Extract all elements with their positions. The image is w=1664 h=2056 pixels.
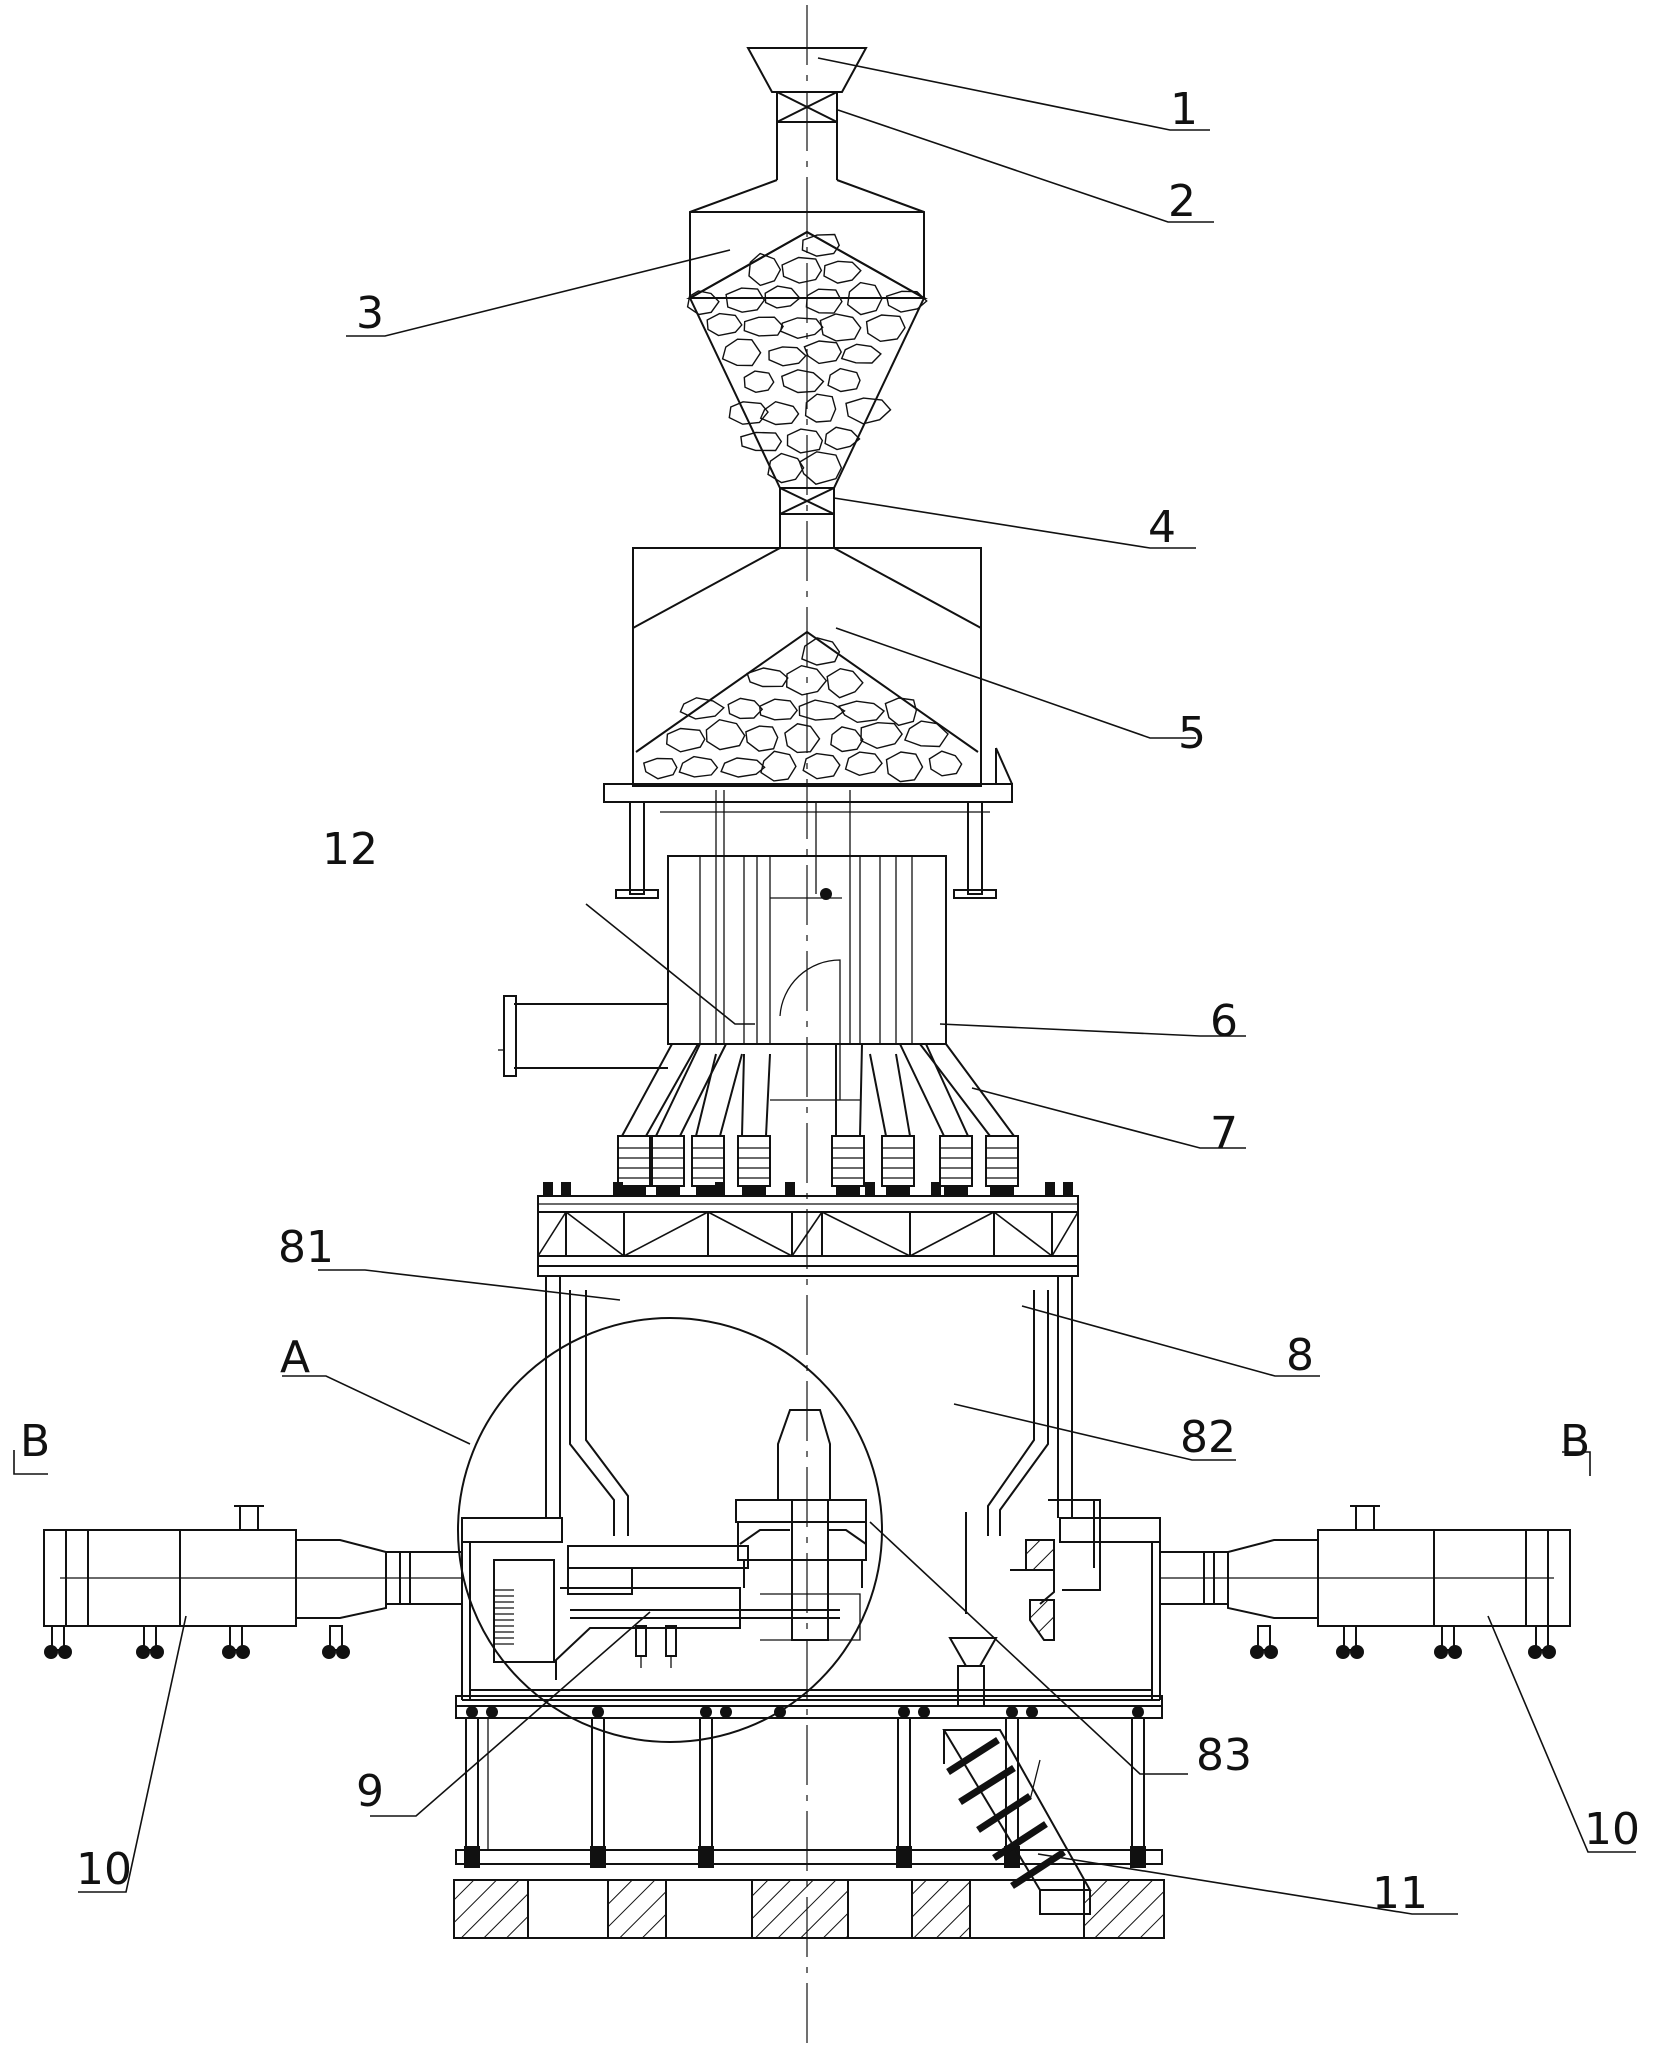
label-83: 83 [1196,1730,1252,1781]
inclined-chutes [618,1044,1018,1196]
part-labels: 1 2 3 4 5 12 6 7 81 8 A 82 B B 83 9 10 1… [20,84,1640,1919]
label-10-left: 10 [76,1844,132,1895]
chute-pipe [742,1054,770,1136]
support-frame [456,1696,1162,1868]
left-rotary-kiln [44,1506,462,1626]
chute-pipe [870,1054,910,1136]
label-b-right: B [1560,1416,1590,1467]
label-5: 5 [1178,708,1206,759]
truss-frame [538,1182,1078,1276]
label-82: 82 [1180,1412,1236,1463]
label-3: 3 [356,288,384,339]
foundation-base [454,1880,1164,1938]
burner-assembly [494,1410,866,1680]
label-7: 7 [1210,1108,1238,1159]
label-b-left: B [20,1416,50,1467]
chute-bolt [622,1186,646,1196]
label-9: 9 [356,1766,384,1817]
reaction-chamber [462,1276,1160,1700]
chute-bolt [742,1186,766,1196]
kiln-support-rollers [44,1626,1556,1659]
chute-bolt [886,1186,910,1196]
label-81: 81 [278,1222,334,1273]
right-rotary-kiln [1160,1506,1570,1626]
chute-bolt [990,1186,1014,1196]
chute-pipe [920,1044,1014,1136]
support-plate [604,748,1012,898]
label-12: 12 [322,824,378,875]
chute-bolt [656,1186,680,1196]
chute-pipe [900,1044,968,1136]
label-4: 4 [1148,502,1176,553]
label-a: A [280,1332,310,1383]
chute-bolt [836,1186,860,1196]
label-10-right: 10 [1584,1804,1640,1855]
label-11: 11 [1372,1868,1428,1919]
side-outlet-pipe [498,996,668,1076]
label-1: 1 [1170,84,1198,135]
right-refractory [1010,1500,1100,1640]
discharge-funnel [950,1512,996,1706]
chute-pipe [696,1054,742,1136]
label-8: 8 [1286,1330,1314,1381]
label-2: 2 [1168,176,1196,227]
label-6: 6 [1210,996,1238,1047]
detail-circle-a [458,1318,882,1742]
leader-lines [14,58,1636,1914]
chute-bolt [944,1186,968,1196]
